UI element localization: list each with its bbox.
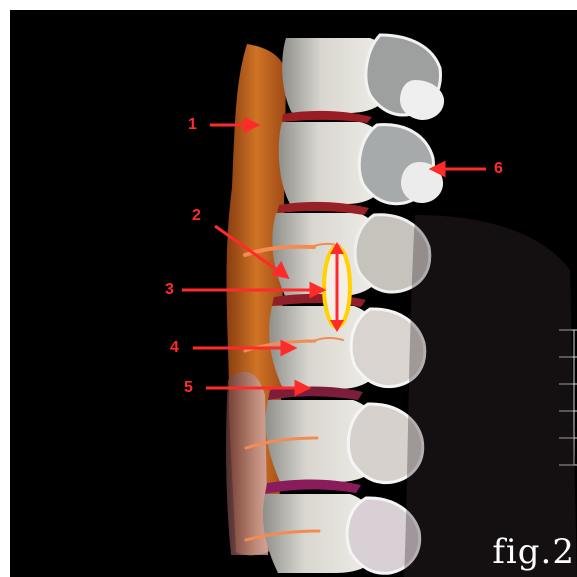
annotation-label-3: 3 (165, 282, 174, 298)
soft-tissue-shadow (226, 372, 268, 555)
spine-illustration (10, 10, 577, 577)
annotation-label-2: 2 (192, 208, 201, 224)
annotation-label-6: 6 (494, 161, 503, 177)
right-soft-tissue (404, 215, 577, 577)
disc-height-measurement (324, 242, 350, 332)
annotation-label-5: 5 (184, 380, 193, 396)
figure-label: fig.2 (492, 535, 575, 569)
annotation-label-1: 1 (188, 117, 197, 133)
annotation-label-4: 4 (170, 340, 179, 356)
spine-ct-3d-image: 1 2 3 4 5 6 fig.2 (10, 10, 577, 577)
